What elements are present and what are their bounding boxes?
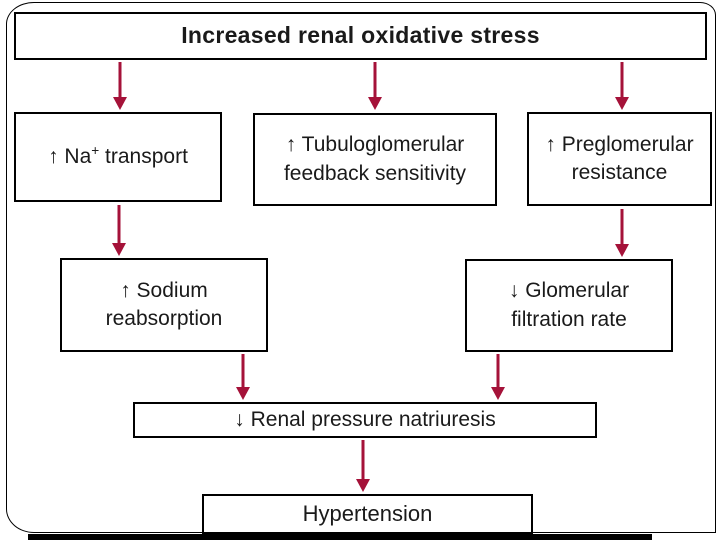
bottom-edge-bar xyxy=(28,534,652,540)
arrow-head-icon xyxy=(368,97,382,110)
arrow-shaft xyxy=(373,62,377,97)
node-glomerular-filtration-rate: ↓ Glomerular filtration rate xyxy=(465,259,673,352)
node-sodium-reabsorption: ↑ Sodium reabsorption xyxy=(60,258,268,352)
node-preglomerular-resistance: ↑ Preglomerular resistance xyxy=(527,112,712,206)
node-hypertension: Hypertension xyxy=(202,494,533,534)
arrow-head-icon xyxy=(236,387,250,400)
node-glomerular-filtration-label: ↓ Glomerular filtration rate xyxy=(508,279,630,331)
arrow-shaft xyxy=(361,440,365,479)
arrow-na-to-sodium-reabsorption xyxy=(112,205,126,256)
arrow-head-icon xyxy=(615,244,629,257)
node-renal-pressure-natriuresis: ↓ Renal pressure natriuresis xyxy=(133,402,597,438)
arrow-head-icon xyxy=(112,243,126,256)
arrow-natriuresis-to-hypertension xyxy=(356,440,370,492)
arrow-stress-to-preglomerular xyxy=(615,62,629,110)
node-tubuloglomerular-label: ↑ Tubuloglomerular feedback sensitivity xyxy=(283,133,467,185)
arrow-head-icon xyxy=(113,97,127,110)
na-superscript: + xyxy=(91,142,100,158)
na-prefix: ↑ Na xyxy=(48,144,92,168)
node-tubuloglomerular-feedback: ↑ Tubuloglomerular feedback sensitivity xyxy=(253,113,497,206)
arrow-head-icon xyxy=(615,97,629,110)
na-suffix: transport xyxy=(99,144,188,168)
node-na-transport-label: ↑ Na+ transport xyxy=(48,143,188,171)
arrow-shaft xyxy=(620,209,624,244)
arrow-head-icon xyxy=(356,479,370,492)
arrow-gfr-to-natriuresis xyxy=(491,354,505,400)
node-preglomerular-label: ↑ Preglomerular resistance xyxy=(545,132,694,184)
arrow-shaft xyxy=(117,205,121,243)
node-natriuresis-label: ↓ Renal pressure natriuresis xyxy=(234,407,496,431)
arrow-shaft xyxy=(241,354,245,387)
arrow-shaft xyxy=(118,62,122,97)
node-sodium-reabsorption-label: ↑ Sodium reabsorption xyxy=(105,278,223,330)
arrow-sodium-to-natriuresis xyxy=(236,354,250,400)
node-title-label: Increased renal oxidative stress xyxy=(181,22,540,49)
arrow-shaft xyxy=(620,62,624,97)
node-hypertension-label: Hypertension xyxy=(302,501,433,527)
arrow-stress-to-na-transport xyxy=(113,62,127,110)
arrow-shaft xyxy=(496,354,500,387)
node-na-transport: ↑ Na+ transport xyxy=(14,112,222,202)
node-increased-renal-oxidative-stress: Increased renal oxidative stress xyxy=(14,12,707,60)
arrow-preglomerular-to-gfr xyxy=(615,209,629,257)
arrow-stress-to-tubuloglomerular xyxy=(368,62,382,110)
arrow-head-icon xyxy=(491,387,505,400)
